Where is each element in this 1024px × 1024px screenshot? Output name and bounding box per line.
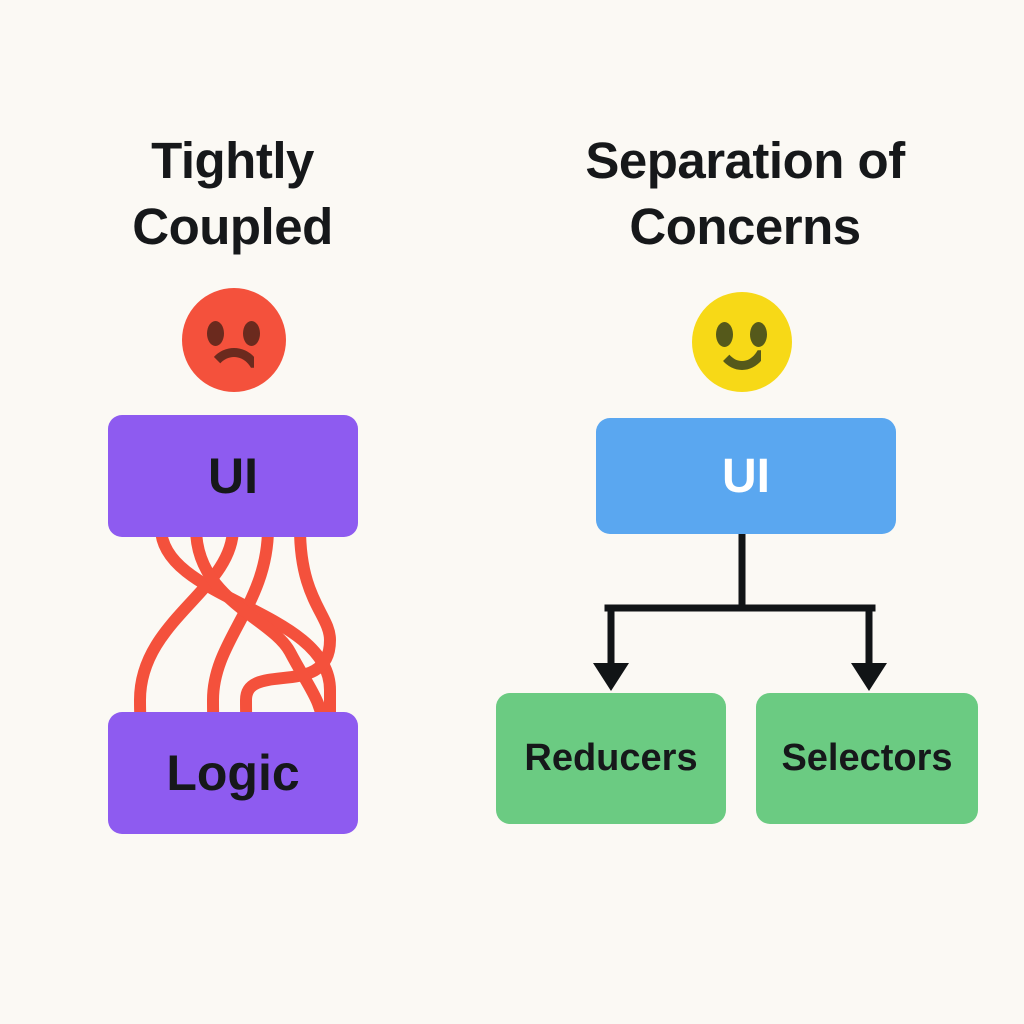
box-reducers[interactable]: Reducers (496, 693, 726, 824)
tangle-strand-3 (206, 522, 274, 738)
frowning-face-mouth (205, 348, 263, 380)
tangle-strand-2 (133, 522, 239, 738)
box-ui-tightly-coupled[interactable]: UI (108, 415, 358, 537)
frowning-face-right-eye (243, 321, 260, 346)
smiling-face-icon (692, 292, 792, 392)
smiling-face-mouth (714, 336, 770, 370)
frowning-face-left-eye (207, 321, 224, 346)
frowning-face-icon (182, 288, 286, 392)
panel-title-tightly-coupled: Tightly Coupled (132, 132, 333, 256)
panel-title-separation-of-concerns: Separation of Concerns (585, 132, 905, 256)
box-logic[interactable]: Logic (108, 712, 358, 834)
arrowhead-to-reducers (593, 663, 629, 691)
tangle-strand-4 (239, 522, 337, 738)
box-ui-separation-of-concerns[interactable]: UI (596, 418, 896, 534)
box-selectors[interactable]: Selectors (756, 693, 978, 824)
tangle-strand-1 (155, 522, 336, 736)
arrowhead-to-selectors (851, 663, 887, 691)
tangle-strand-5 (190, 522, 330, 738)
